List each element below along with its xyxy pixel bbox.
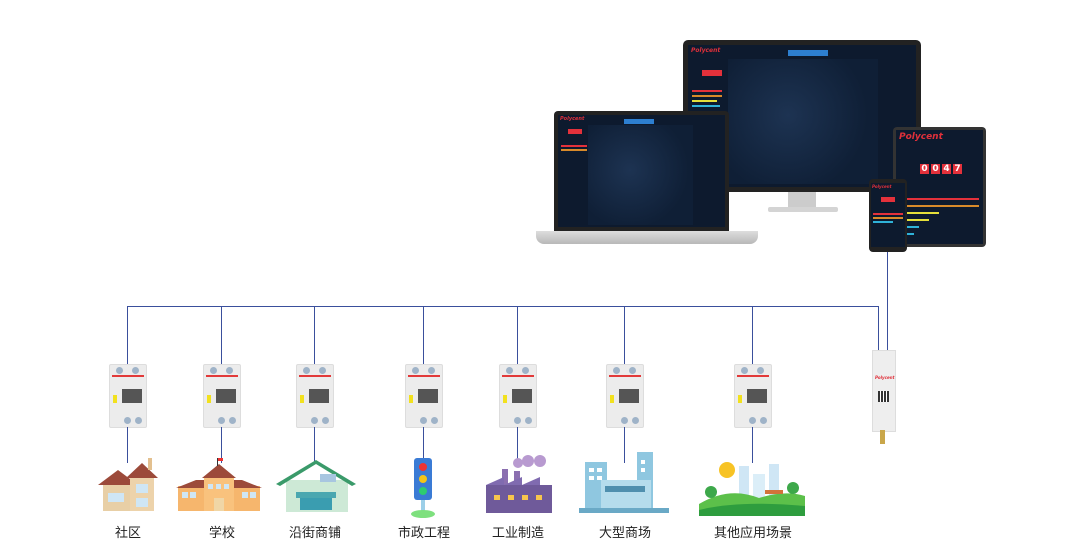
branch-wire-bottom — [221, 427, 222, 463]
circuit-breaker-shop — [296, 364, 334, 428]
brand-logo: Polycent — [899, 132, 943, 142]
school-icon — [176, 458, 262, 517]
branch-wire-bottom — [314, 427, 315, 463]
branch-wire-bottom — [517, 427, 518, 463]
scenario-label-school: 学校 — [208, 526, 236, 541]
smartphone: Polycent — [869, 179, 907, 252]
branch-wire-top — [624, 306, 625, 366]
circuit-breaker-mall — [606, 364, 644, 428]
laptop-screen: Polycent — [558, 115, 725, 227]
scenario-label-shop: 沿街商铺 — [288, 526, 342, 541]
qr-code-icon — [878, 391, 889, 402]
branch-wire-top — [314, 306, 315, 366]
brand-logo: Polycent — [872, 184, 892, 189]
phone-to-gateway-wire — [887, 252, 888, 352]
circuit-breaker-house — [109, 364, 147, 428]
laptop-base — [536, 231, 758, 244]
branch-wire-top — [517, 306, 518, 366]
mall-icon — [579, 452, 669, 518]
circuit-breaker-park — [734, 364, 772, 428]
scenario-label-factory: 工业制造 — [491, 526, 545, 541]
traffic-light-icon — [410, 458, 436, 522]
iot-gateway-device: Polycent — [872, 350, 896, 432]
branch-wire-top — [752, 306, 753, 366]
circuit-breaker-factory — [499, 364, 537, 428]
gateway-antenna — [880, 430, 885, 444]
scenario-label-traffic-light: 市政工程 — [397, 526, 451, 541]
gateway-brand-logo: Polycent — [875, 375, 895, 380]
factory-icon — [484, 455, 554, 519]
circuit-breaker-school — [203, 364, 241, 428]
brand-logo: Polycent — [691, 47, 721, 54]
house-icon — [98, 458, 158, 517]
branch-wire-bottom — [423, 427, 424, 463]
scenario-label-park: 其他应用场景 — [713, 526, 793, 541]
laptop: Polycent — [554, 111, 729, 231]
branch-wire-top — [221, 306, 222, 366]
circuit-breaker-traffic-light — [405, 364, 443, 428]
shop-icon — [276, 458, 356, 517]
scenario-label-house: 社区 — [114, 526, 142, 541]
main-bus-wire — [127, 306, 879, 307]
scenario-label-mall: 大型商场 — [598, 526, 652, 541]
branch-wire-bottom — [624, 427, 625, 463]
park-icon — [699, 460, 805, 520]
branch-wire-bottom — [752, 427, 753, 463]
desktop-monitor: Polycent — [683, 40, 921, 192]
branch-wire-top — [423, 306, 424, 366]
phone-screen: Polycent — [871, 183, 905, 247]
branch-wire-top — [127, 306, 128, 366]
branch-wire-bottom — [127, 427, 128, 463]
monitor-stand — [788, 192, 816, 208]
brand-logo: Polycent — [560, 116, 585, 122]
